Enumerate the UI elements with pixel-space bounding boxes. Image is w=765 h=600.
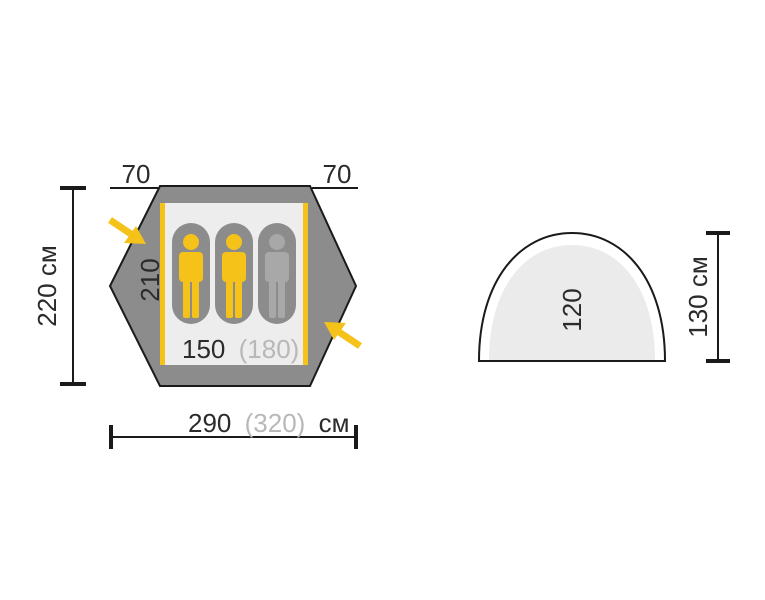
vestibule-right-label: 70 (323, 159, 352, 189)
footprint-height-label: 220 см (32, 245, 62, 326)
side-height-dimension: 130 см (683, 231, 730, 363)
floor-plan: 210 150 (180) (108, 185, 362, 387)
footprint-width-dimension: 290 (320) см (109, 408, 358, 449)
inner-width-main: 150 (182, 334, 225, 364)
sleeper-3 (258, 223, 296, 324)
vestibule-left-label: 70 (122, 159, 151, 189)
sleeper-2 (215, 223, 253, 324)
sleeper-1 (172, 223, 210, 324)
dome-inner-height-label: 120 (557, 288, 587, 331)
footprint-width-unit: см (319, 408, 350, 438)
entrance-arrow-right-icon (324, 322, 362, 349)
dome-inner (489, 245, 655, 361)
side-height-label: 130 см (683, 256, 713, 337)
inner-tent-side-right (303, 203, 308, 365)
footprint-width-main: 290 (188, 408, 231, 438)
footprint-height-dimension: 220 см (32, 186, 86, 386)
inner-length-label: 210 (135, 258, 165, 301)
vestibule-dimensions: 70 70 (110, 159, 358, 189)
person-icon (222, 234, 246, 318)
person-icon (265, 234, 289, 318)
inner-tent-side-left (160, 203, 165, 365)
entrance-arrow-left-icon (108, 217, 146, 244)
person-icon (179, 234, 203, 318)
side-view: 120 (477, 231, 667, 362)
footprint-width-alt: (320) (245, 408, 306, 438)
inner-width-label: 150 (180) (182, 334, 299, 364)
footprint-width-label: 290 (320) см (188, 408, 349, 438)
inner-width-alt: (180) (239, 334, 300, 364)
